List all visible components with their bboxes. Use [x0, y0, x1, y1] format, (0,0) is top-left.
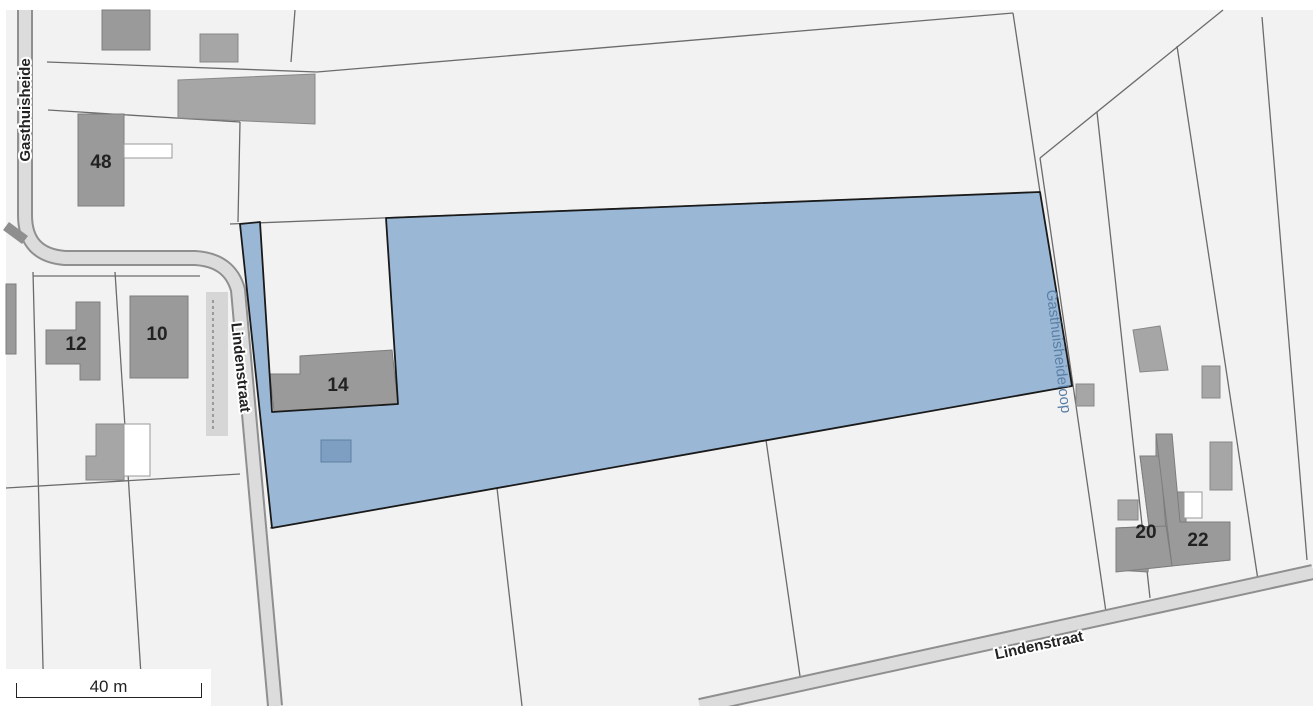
building [45, 301, 101, 381]
selected-parcel[interactable] [239, 191, 1073, 529]
house-number-48: 48 [90, 152, 111, 173]
street-label-gasthuisheide: Gasthuisheide [17, 58, 34, 161]
road-spur [3, 221, 28, 245]
building [177, 73, 316, 125]
road-lindenstraat-south-fill [698, 566, 1313, 706]
parcel-line [46, 61, 318, 73]
parcel-line [1039, 157, 1107, 613]
scale-tick-right [201, 683, 202, 698]
house-number-12: 12 [65, 334, 86, 355]
parcel-line [5, 473, 241, 489]
parcel-line [765, 439, 803, 691]
building-stairs [123, 143, 173, 159]
building [1209, 441, 1233, 491]
parcel-line [1096, 111, 1151, 599]
parcel-line [47, 109, 241, 123]
parcel-line [1039, 9, 1224, 159]
scale-line [16, 697, 202, 698]
parcel-line [316, 12, 1014, 73]
building-stairs [123, 423, 151, 477]
parcel-line [237, 121, 241, 223]
roads [3, 10, 1313, 706]
building [1075, 383, 1095, 407]
buildings [5, 9, 1233, 573]
sidewalk [206, 292, 228, 436]
parcel-line [290, 9, 296, 63]
building [1155, 433, 1231, 567]
building [77, 113, 125, 207]
building [199, 33, 239, 63]
building [1132, 325, 1169, 373]
house-number-10: 10 [146, 324, 167, 345]
street-label-gasthuisheide-fg: Gasthuisheide [17, 58, 34, 161]
building [101, 9, 151, 51]
building-stairs [1183, 491, 1203, 519]
building [1117, 499, 1139, 521]
house-number-22: 22 [1187, 530, 1208, 551]
parcel-line [496, 487, 523, 706]
selected-building-small [320, 439, 352, 463]
house-number-14: 14 [327, 375, 349, 396]
scale-label: 40 m [89, 677, 128, 696]
building [1201, 365, 1221, 399]
house-number-20: 20 [1135, 522, 1156, 543]
parcel-line [1176, 45, 1259, 581]
parcel-line [1261, 16, 1308, 561]
scale-bar: 40 m [6, 669, 211, 706]
scale-tick-left [16, 683, 17, 698]
parcel-line [32, 271, 45, 706]
building [5, 283, 17, 355]
road-gasthuisheide-fill [19, 10, 281, 706]
parcel-line [1012, 12, 1041, 193]
parcel-line [114, 271, 144, 706]
building [129, 295, 189, 379]
